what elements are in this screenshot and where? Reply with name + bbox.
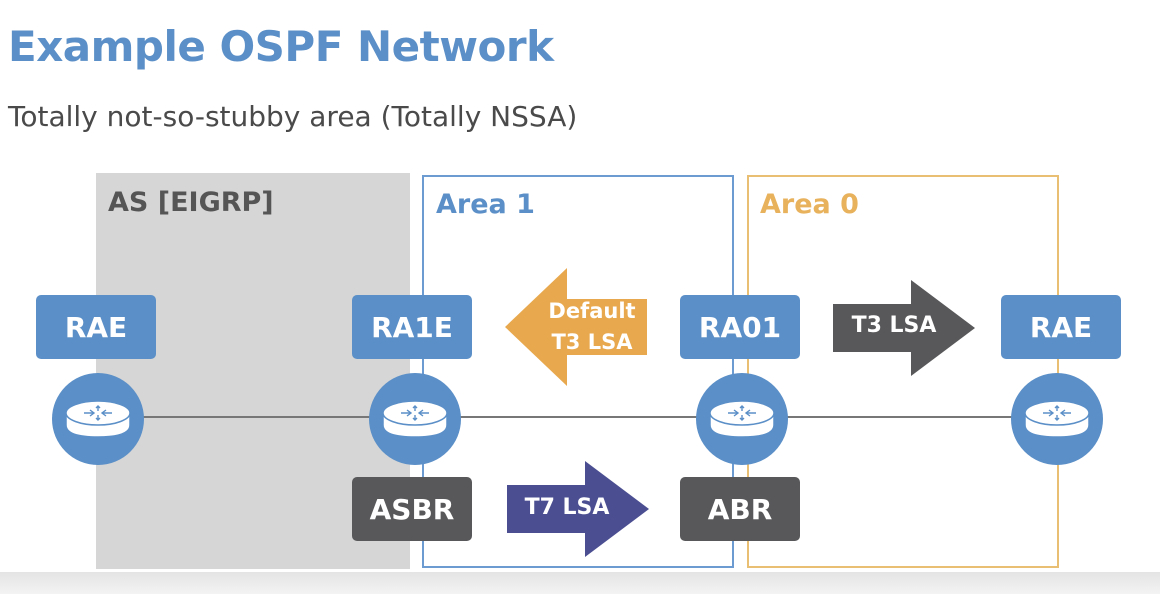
arrow-default-t3-label: Default T3 LSA <box>540 296 644 358</box>
router-icon <box>369 373 461 465</box>
router-label-rae-left: RAE <box>36 295 156 359</box>
zone-area-1 <box>422 175 734 568</box>
page-title: Example OSPF Network <box>8 22 554 71</box>
arrow-t3-lsa <box>833 280 975 376</box>
router-icon <box>52 373 144 465</box>
arrow-default-t3-line1: Default <box>548 299 636 323</box>
arrow-t3-label: T3 LSA <box>851 313 937 338</box>
role-label-asbr: ASBR <box>352 477 472 541</box>
router-label-rae-right: RAE <box>1001 295 1121 359</box>
arrow-default-t3-line2: T3 LSA <box>551 330 633 354</box>
page-subtitle: Totally not-so-stubby area (Totally NSSA… <box>8 100 578 133</box>
router-icon <box>1011 373 1103 465</box>
role-label-abr: ABR <box>680 477 800 541</box>
zone-area-1-label: Area 1 <box>436 189 535 220</box>
router-icon <box>696 373 788 465</box>
zone-as-label: AS [EIGRP] <box>108 187 274 218</box>
zone-area-0-label: Area 0 <box>760 189 859 220</box>
zone-area-0 <box>747 175 1059 568</box>
network-link <box>96 416 1058 418</box>
arrow-t7-label: T7 LSA <box>524 495 610 520</box>
router-label-ra1e: RA1E <box>352 295 472 359</box>
arrow-t7-lsa <box>507 461 649 557</box>
router-label-ra01: RA01 <box>680 295 800 359</box>
arrow-default-t3-lsa <box>505 268 647 386</box>
bottom-bar <box>0 572 1160 594</box>
